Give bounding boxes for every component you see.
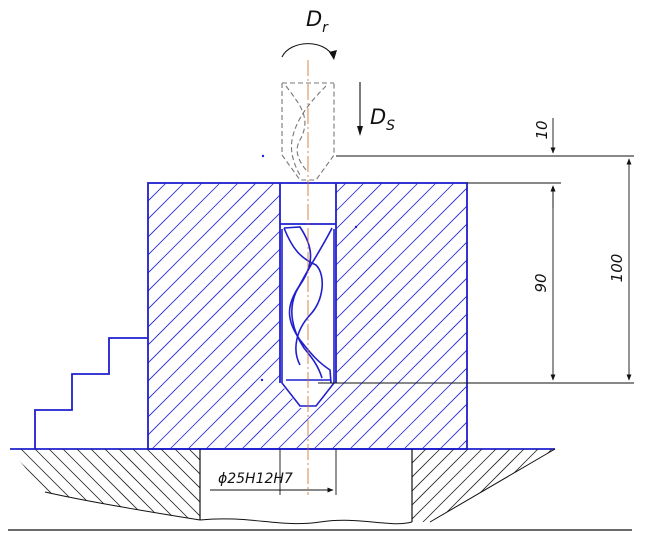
hatch-line: [20, 449, 95, 520]
hatch-line: [148, 183, 293, 449]
rotation-label: Dr: [306, 7, 329, 36]
hatch-line: [478, 449, 553, 522]
hatch-line: [412, 449, 483, 522]
workpiece-outline: [147, 182, 468, 450]
hatch-line: [494, 183, 658, 449]
dimension-100-label: 100: [608, 254, 626, 283]
hatch-line: [464, 449, 539, 522]
hatch-line: [146, 449, 200, 520]
hatch-line: [151, 183, 419, 449]
hatch-line: [104, 449, 179, 520]
rotation-arrow-icon: [281, 43, 337, 60]
machine-table: [8, 448, 658, 531]
hatch-line: [148, 183, 311, 449]
hatch-line: [450, 449, 525, 522]
hatch-line: [619, 449, 658, 522]
hatch-line: [118, 449, 193, 520]
hatch-line: [148, 183, 221, 449]
hatch-line: [577, 449, 650, 522]
hatch-line: [331, 183, 467, 449]
hatch-line: [187, 183, 455, 449]
hatch-line: [602, 183, 658, 449]
hatch-line: [160, 449, 200, 520]
hatch-line: [169, 183, 437, 449]
hatch-line: [412, 449, 455, 522]
hatch-line: [412, 449, 427, 522]
hatch-line: [620, 183, 658, 449]
hatch-line: [241, 183, 467, 449]
hatch-line: [223, 183, 467, 449]
extension-lines: [318, 155, 634, 384]
hatch-line: [349, 183, 467, 449]
hatch-line: [90, 449, 165, 520]
hatch-line: [10, 449, 11, 520]
feed-arrow-icon: [357, 82, 363, 136]
hatch-line: [367, 183, 467, 449]
hatch-line: [148, 183, 149, 449]
hatch-line: [638, 183, 658, 449]
hatch-line: [62, 449, 137, 520]
hatch-line: [148, 183, 167, 449]
hatch-line: [403, 183, 467, 449]
hatch-line: [76, 449, 151, 520]
hatch-line: [277, 183, 467, 449]
hatch-line: [548, 183, 658, 449]
hatch-line: [174, 449, 200, 520]
hatch-line: [259, 183, 467, 449]
hatch-line: [520, 449, 555, 522]
hatch-line: [10, 449, 81, 520]
hatch-line: [295, 183, 467, 449]
hatch-line: [10, 449, 67, 520]
hole-spec-label: ϕ25H12H7: [218, 471, 293, 487]
hatch-line: [605, 449, 658, 522]
feed-label: DS: [370, 105, 395, 134]
hatch-line: [436, 449, 511, 522]
hatch-line: [205, 183, 467, 449]
hatch-line: [148, 183, 401, 449]
hatch-line: [412, 449, 469, 522]
hatch-line: [512, 183, 658, 449]
hatch-line: [148, 183, 239, 449]
hatch-line: [148, 183, 275, 449]
construction-dots: [260, 154, 358, 382]
hatch-line: [584, 183, 658, 449]
hatch-line: [10, 449, 25, 520]
hatch-line: [148, 183, 365, 449]
hatch-line: [48, 449, 123, 520]
hatch-line: [148, 183, 257, 449]
hatch-line: [148, 183, 203, 449]
hatch-line: [148, 183, 329, 449]
hatch-line: [439, 183, 467, 449]
hatch-line: [10, 449, 53, 520]
hatch-line: [148, 183, 383, 449]
drill-start-position: [281, 82, 335, 181]
hatch-line: [412, 449, 413, 522]
hatch-line: [563, 449, 636, 522]
hatch-line: [313, 183, 467, 449]
dimension-90-label: 90: [532, 273, 550, 292]
dimension-10-label: 10: [533, 120, 551, 139]
hatch-line: [506, 449, 555, 522]
hatch-line: [34, 449, 109, 520]
hatch-line: [412, 449, 441, 522]
diameter-dimension: [210, 449, 337, 495]
hatch-line: [591, 449, 658, 522]
hatch-line: [530, 183, 658, 449]
hatch-line: [422, 449, 497, 522]
hatch-line: [421, 183, 467, 449]
hatch-line: [476, 183, 658, 449]
hatch-line: [534, 449, 555, 522]
stepped-fixture: [34, 337, 148, 449]
hatch-line: [385, 183, 467, 449]
hatch-line: [148, 183, 347, 449]
workpiece: [147, 182, 658, 450]
hatch-line: [566, 183, 658, 449]
hatch-line: [548, 449, 555, 522]
hatch-line: [132, 449, 200, 520]
hatch-line: [492, 449, 555, 522]
hatch-line: [457, 183, 467, 449]
